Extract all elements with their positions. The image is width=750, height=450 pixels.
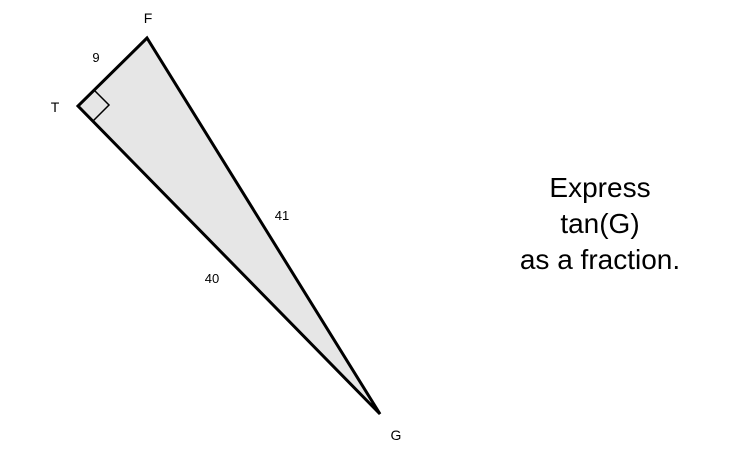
vertex-label-f: F xyxy=(144,10,153,26)
triangle-ftg xyxy=(75,35,382,416)
vertex-label-g: G xyxy=(391,427,402,443)
side-label-tg: 40 xyxy=(205,271,219,286)
prompt-line-1: Express xyxy=(549,172,651,203)
vertex-label-t: T xyxy=(51,99,60,115)
question-prompt: Express tan(G) as a fraction. xyxy=(470,170,730,278)
side-label-fg: 41 xyxy=(275,208,289,223)
prompt-line-3: as a fraction. xyxy=(519,244,681,275)
side-label-ft: 9 xyxy=(92,50,99,65)
prompt-line-2: tan(G) xyxy=(560,208,640,239)
right-angle-marker xyxy=(92,89,111,122)
